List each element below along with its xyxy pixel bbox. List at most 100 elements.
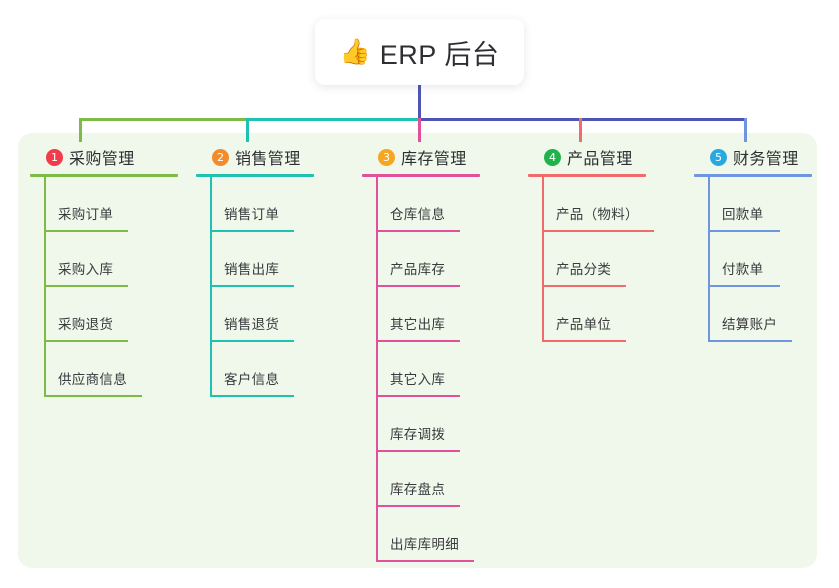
- leaf-item[interactable]: 产品分类: [542, 232, 646, 287]
- branch-spine: [542, 177, 544, 342]
- leaf-item[interactable]: 库存调拨: [376, 397, 480, 452]
- leaf-rule: [542, 230, 654, 232]
- leaf-item[interactable]: 供应商信息: [44, 342, 178, 397]
- leaf-item[interactable]: 产品（物料）: [542, 177, 654, 232]
- leaf-item[interactable]: 销售出库: [210, 232, 314, 287]
- leaf-label: 产品分类: [556, 262, 612, 277]
- branch-number-badge: 5: [710, 148, 727, 166]
- leaf-rule: [542, 340, 626, 342]
- branch-number-badge: 2: [212, 148, 229, 166]
- leaf-item[interactable]: 其它出库: [376, 287, 480, 342]
- leaf-rule: [542, 285, 626, 287]
- branch-column-2: 2 销售管理销售订单销售出库销售退货客户信息: [196, 145, 314, 397]
- branch-title-rule: [362, 174, 480, 177]
- leaf-item[interactable]: 采购退货: [44, 287, 178, 342]
- leaf-label: 客户信息: [224, 372, 280, 387]
- branch-header-1[interactable]: 1 采购管理: [30, 145, 178, 169]
- leaf-item[interactable]: 产品单位: [542, 287, 646, 342]
- leaf-item[interactable]: 出库库明细: [376, 507, 480, 562]
- leaf-rule: [376, 560, 474, 562]
- branch-title-rule: [196, 174, 314, 177]
- leaf-rule: [210, 230, 294, 232]
- leaf-rule: [708, 285, 780, 287]
- leaf-rule: [44, 285, 128, 287]
- branch-title-rule: [528, 174, 646, 177]
- branch-number-badge: 4: [544, 148, 561, 166]
- leaf-label: 销售出库: [224, 262, 280, 277]
- leaf-label: 仓库信息: [390, 207, 446, 222]
- leaf-rule: [376, 285, 460, 287]
- leaf-label: 采购订单: [58, 207, 114, 222]
- branch-title-rule: [30, 174, 178, 177]
- leaf-label: 其它入库: [390, 372, 446, 387]
- branch-column-5: 5 财务管理回款单付款单结算账户: [694, 145, 812, 342]
- branch-column-1: 1 采购管理采购订单采购入库采购退货供应商信息: [30, 145, 178, 397]
- branch-number-badge: 1: [46, 148, 63, 166]
- leaf-rule: [376, 340, 460, 342]
- branch-header-4[interactable]: 4 产品管理: [528, 145, 646, 169]
- leaf-label: 付款单: [722, 262, 764, 277]
- leaf-item[interactable]: 客户信息: [210, 342, 314, 397]
- root-node[interactable]: 👍 ERP 后台: [315, 19, 524, 85]
- leaf-item[interactable]: 其它入库: [376, 342, 480, 397]
- leaf-item[interactable]: 结算账户: [708, 287, 812, 342]
- branches-panel: [18, 133, 817, 568]
- branch-items: 仓库信息产品库存其它出库其它入库库存调拨库存盘点出库库明细: [362, 177, 480, 562]
- branch-title-rule: [694, 174, 812, 177]
- branch-spine: [376, 177, 378, 562]
- leaf-label: 产品（物料）: [556, 207, 639, 222]
- leaf-item[interactable]: 销售订单: [210, 177, 314, 232]
- leaf-rule: [44, 340, 128, 342]
- leaf-label: 结算账户: [722, 317, 778, 332]
- leaf-label: 回款单: [722, 207, 764, 222]
- leaf-rule: [210, 395, 294, 397]
- leaf-label: 库存调拨: [390, 427, 446, 442]
- branch-title: 采购管理: [69, 151, 135, 168]
- leaf-rule: [210, 340, 294, 342]
- branch-spine: [708, 177, 710, 342]
- branch-items: 采购订单采购入库采购退货供应商信息: [30, 177, 178, 397]
- leaf-label: 采购退货: [58, 317, 114, 332]
- branch-title: 销售管理: [235, 151, 301, 168]
- branch-title: 产品管理: [567, 151, 633, 168]
- root-title: ERP 后台: [379, 39, 500, 70]
- leaf-item[interactable]: 采购订单: [44, 177, 178, 232]
- leaf-item[interactable]: 产品库存: [376, 232, 480, 287]
- leaf-label: 出库库明细: [390, 537, 459, 552]
- branch-items: 回款单付款单结算账户: [694, 177, 812, 342]
- leaf-rule: [708, 230, 780, 232]
- branch-number-badge: 3: [378, 148, 395, 166]
- branch-column-3: 3 库存管理仓库信息产品库存其它出库其它入库库存调拨库存盘点出库库明细: [362, 145, 480, 562]
- branch-header-3[interactable]: 3 库存管理: [362, 145, 480, 169]
- leaf-item[interactable]: 采购入库: [44, 232, 178, 287]
- leaf-label: 采购入库: [58, 262, 114, 277]
- leaf-rule: [376, 450, 460, 452]
- leaf-item[interactable]: 库存盘点: [376, 452, 480, 507]
- leaf-label: 销售订单: [224, 207, 280, 222]
- leaf-rule: [210, 285, 294, 287]
- leaf-rule: [44, 230, 128, 232]
- leaf-rule: [376, 395, 460, 397]
- leaf-item[interactable]: 仓库信息: [376, 177, 480, 232]
- branch-title: 库存管理: [401, 151, 467, 168]
- leaf-rule: [376, 230, 460, 232]
- branch-header-5[interactable]: 5 财务管理: [694, 145, 812, 169]
- leaf-label: 库存盘点: [390, 482, 446, 497]
- leaf-item[interactable]: 回款单: [708, 177, 812, 232]
- branch-items: 产品（物料） 产品分类产品单位: [528, 177, 654, 342]
- branch-title: 财务管理: [733, 151, 799, 168]
- branch-header-2[interactable]: 2 销售管理: [196, 145, 314, 169]
- leaf-label: 供应商信息: [58, 372, 127, 387]
- leaf-label: 销售退货: [224, 317, 280, 332]
- leaf-rule: [708, 340, 792, 342]
- leaf-item[interactable]: 付款单: [708, 232, 812, 287]
- leaf-item[interactable]: 销售退货: [210, 287, 314, 342]
- branch-spine: [44, 177, 46, 397]
- branch-items: 销售订单销售出库销售退货客户信息: [196, 177, 314, 397]
- leaf-label: 产品库存: [390, 262, 446, 277]
- thumbs-up-icon: 👍: [339, 37, 371, 66]
- branch-spine: [210, 177, 212, 397]
- leaf-label: 产品单位: [556, 317, 612, 332]
- leaf-rule: [44, 395, 142, 397]
